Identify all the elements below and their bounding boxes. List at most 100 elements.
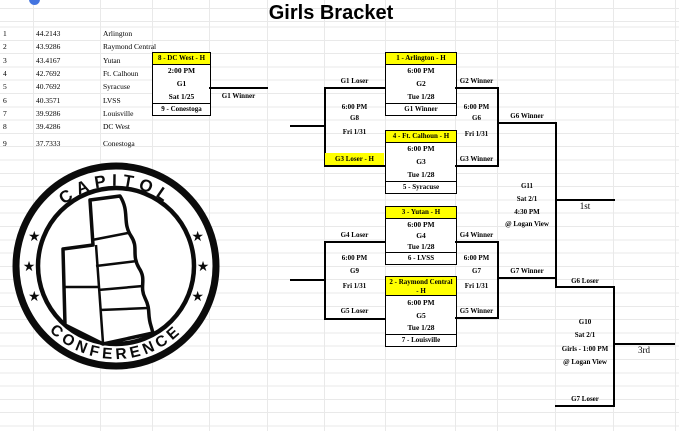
- g7-name: G7: [472, 267, 481, 275]
- g9-time: 6:00 PM: [341, 254, 368, 262]
- bracket-line-g8-top: [324, 87, 385, 89]
- bracket-line-g2-winner: [455, 87, 498, 89]
- label-g4-loser: G4 Loser: [340, 231, 369, 239]
- g3-visitor: 5 - Syracuse: [386, 180, 456, 193]
- seed-team: Arlington: [103, 29, 133, 38]
- g9-date: Fri 1/31: [342, 282, 367, 290]
- g5-name: G5: [416, 310, 426, 320]
- g10-venue: @ Logan View: [563, 358, 607, 366]
- game-box-g2[interactable]: 1 - Arlington - H 6:00 PM G2 Tue 1/28 G1…: [385, 52, 457, 116]
- capitol-conference-logo: CAPITOL CONFERENCE ★ ★ ★ ★ ★ ★: [12, 162, 220, 370]
- g5-visitor: 7 - Louisville: [386, 334, 456, 346]
- g2-visitor: G1 Winner: [386, 102, 456, 115]
- g2-name: G2: [416, 79, 426, 89]
- label-first-place: 1st: [579, 201, 591, 211]
- seed-num: 7: [3, 108, 7, 118]
- seed-team: DC West: [103, 122, 130, 132]
- g3-name: G3: [416, 157, 426, 167]
- gridline: [267, 0, 268, 431]
- g11-time: 4:30 PM: [514, 208, 540, 216]
- bracket-line-g8-out: [290, 125, 324, 127]
- label-g5-winner: G5 Winner: [459, 307, 494, 315]
- seed-num: 6: [3, 95, 7, 105]
- g1-home-cell[interactable]: 8 - DC West - H: [153, 53, 210, 65]
- g5-time: 6:00 PM: [407, 297, 435, 307]
- nebraska-counties-map: [61, 194, 155, 346]
- g9-name: G9: [350, 267, 359, 275]
- gridline: [209, 0, 210, 431]
- bracket-line-g9-top: [324, 241, 385, 243]
- label-g4-winner: G4 Winner: [459, 231, 494, 239]
- g3-time: 6:00 PM: [407, 144, 435, 154]
- bracket-line-third-vertical: [613, 286, 615, 407]
- g4-home-cell[interactable]: 3 - Yutan - H: [386, 207, 456, 219]
- seed-rating: 43.4167: [36, 55, 61, 65]
- seed-team: LVSS: [103, 95, 121, 105]
- seed-team: Yutan: [103, 55, 121, 65]
- game-box-g5[interactable]: 2 - Raymond Central - H 6:00 PM G5 Tue 1…: [385, 276, 457, 347]
- label-g3-loser-home[interactable]: G3 Loser - H: [325, 153, 384, 165]
- seed-rating: 40.7692: [36, 82, 61, 92]
- label-g6-winner: G6 Winner: [510, 112, 544, 120]
- seed-num: 1: [3, 29, 7, 38]
- seed-team: Ft. Calhoun: [103, 68, 139, 78]
- label-g2-winner: G2 Winner: [459, 77, 494, 85]
- label-g3-winner: G3 Winner: [459, 155, 494, 163]
- g1-date: Sat 1/25: [168, 92, 195, 102]
- gridline: [675, 0, 676, 431]
- bracket-line-g8-bottom: [324, 165, 385, 167]
- bracket-line-first-place: [555, 199, 615, 201]
- gridline: [497, 0, 498, 431]
- bracket-line-g6-vertical: [497, 87, 499, 167]
- g10-time: Girls - 1:00 PM: [561, 345, 609, 353]
- g2-home-cell[interactable]: 1 - Arlington - H: [386, 53, 456, 65]
- seed-rating: 43.9286: [36, 42, 61, 52]
- seed-rating: 39.4286: [36, 122, 61, 132]
- seed-team: Louisville: [103, 108, 134, 118]
- g5-date: Tue 1/28: [407, 323, 435, 333]
- seed-team: Raymond Central: [103, 42, 157, 52]
- collaborator-cursor-dot: [29, 0, 40, 5]
- g4-visitor: 6 - LVSS: [386, 252, 456, 264]
- star-icon: ★: [197, 260, 210, 275]
- game-box-g3[interactable]: 4 - Ft. Calhoun - H 6:00 PM G3 Tue 1/28 …: [385, 130, 457, 194]
- seed-rating: 40.3571: [36, 95, 61, 105]
- bracket-line-g8-vertical: [324, 87, 326, 167]
- seed-rating: 39.9286: [36, 108, 61, 118]
- g1-name: G1: [176, 79, 187, 89]
- g4-name: G4: [416, 230, 426, 240]
- star-icon: ★: [191, 290, 204, 305]
- seed-num: 3: [3, 55, 7, 65]
- g5-home-cell[interactable]: 2 - Raymond Central - H: [386, 277, 456, 296]
- label-third-place: 3rd: [638, 345, 650, 355]
- bracket-line-g4-winner: [455, 241, 498, 243]
- star-icon: ★: [191, 230, 204, 245]
- g1-time: 2:00 PM: [167, 66, 196, 76]
- label-g7-loser: G7 Loser: [571, 395, 599, 403]
- bracket-line-g1-winner: [209, 87, 268, 89]
- game-box-g4[interactable]: 3 - Yutan - H 6:00 PM G4 Tue 1/28 6 - LV…: [385, 206, 457, 265]
- g4-date: Tue 1/28: [407, 241, 435, 251]
- g8-date: Fri 1/31: [342, 128, 367, 136]
- g2-time: 6:00 PM: [407, 66, 435, 76]
- bracket-line-g9-bottom: [324, 318, 385, 320]
- bracket-line-g5-winner: [455, 317, 498, 319]
- seed-num: 4: [3, 68, 7, 78]
- g4-time: 6:00 PM: [407, 219, 435, 229]
- bracket-line-g9-out: [290, 279, 324, 281]
- bracket-line-final-vertical: [555, 122, 557, 288]
- g3-home-cell[interactable]: 4 - Ft. Calhoun - H: [386, 131, 456, 143]
- seed-num: 9: [3, 138, 7, 148]
- g6-time: 6:00 PM: [463, 103, 490, 111]
- bracket-line-g6-winner: [497, 122, 557, 124]
- g7-time: 6:00 PM: [463, 254, 490, 262]
- game-box-g1[interactable]: 8 - DC West - H 2:00 PM G1 Sat 1/25 9 - …: [152, 52, 211, 116]
- seed-team: Conestoga: [103, 138, 135, 148]
- seed-team: Syracuse: [103, 82, 131, 92]
- label-g6-loser: G6 Loser: [571, 277, 599, 285]
- bracket-line-third-place: [613, 343, 675, 345]
- label-g5-loser: G5 Loser: [340, 307, 369, 315]
- g6-date: Fri 1/31: [464, 130, 489, 138]
- bracket-line-g9-vertical: [324, 241, 326, 320]
